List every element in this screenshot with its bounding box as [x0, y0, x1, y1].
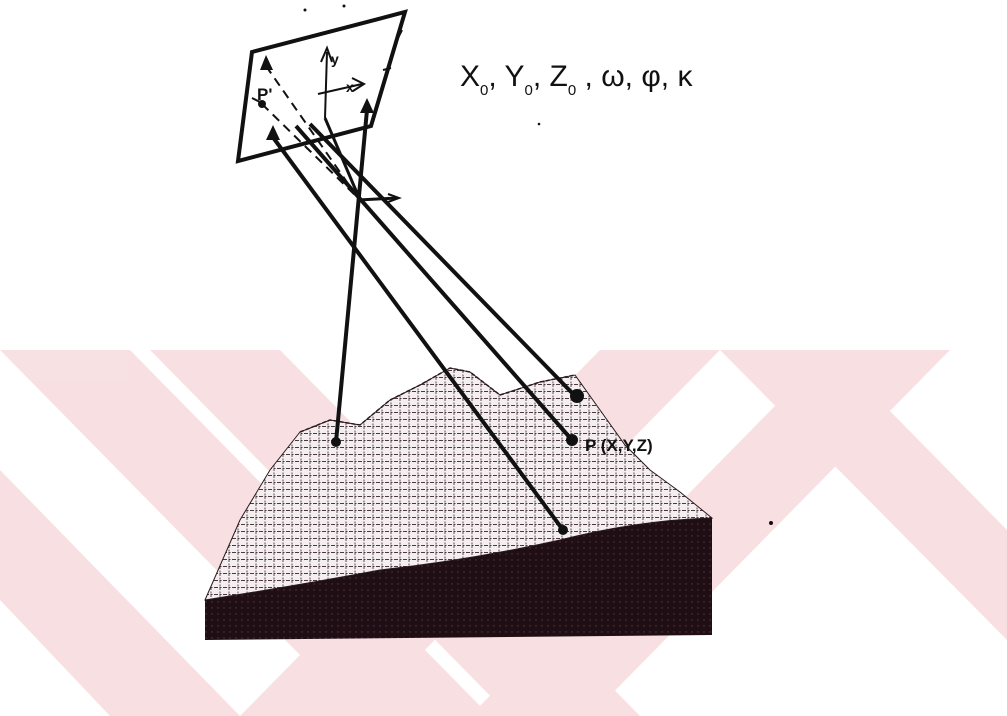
ground-point-3	[570, 389, 584, 403]
ground-points	[331, 389, 584, 535]
photo-frame: P' y x	[235, 9, 408, 164]
photo-x-arrow	[351, 77, 367, 92]
photo-y-arrow	[320, 45, 333, 63]
axis-x-label: x	[346, 79, 354, 95]
ray-dashed-2	[261, 103, 359, 199]
scan-specks	[303, 4, 773, 525]
ray-4	[308, 122, 579, 400]
photo-y-axis	[324, 51, 328, 119]
fiducial-marks	[251, 29, 403, 103]
control-mark-3	[266, 125, 280, 140]
ground-point-1	[331, 437, 341, 447]
image-point-label: P'	[257, 85, 272, 104]
terrain	[204, 367, 714, 640]
ray-5	[323, 117, 362, 201]
ray-3	[294, 124, 574, 442]
exterior-orientation-params: X0, Y0, Z0 , ω, φ, κ	[460, 60, 693, 99]
photo-plane	[235, 9, 408, 164]
ray-1	[334, 109, 369, 443]
control-mark-2	[360, 98, 374, 113]
object-point-label: P (X,Y,Z)	[585, 436, 653, 455]
perspective-center-arrowhead	[387, 193, 402, 203]
projection-rays	[261, 65, 579, 532]
axis-y-label: y	[331, 51, 339, 67]
ground-point-4	[558, 525, 568, 535]
ray-2	[270, 134, 565, 532]
photo-x-axis	[317, 83, 363, 95]
perspective-center-arrow	[357, 196, 398, 202]
terrain-dark-front	[205, 518, 712, 640]
control-mark-1	[260, 55, 273, 70]
ground-point-2	[566, 434, 578, 446]
terrain-ridge	[299, 367, 576, 433]
ray-dashed-1	[265, 65, 359, 199]
